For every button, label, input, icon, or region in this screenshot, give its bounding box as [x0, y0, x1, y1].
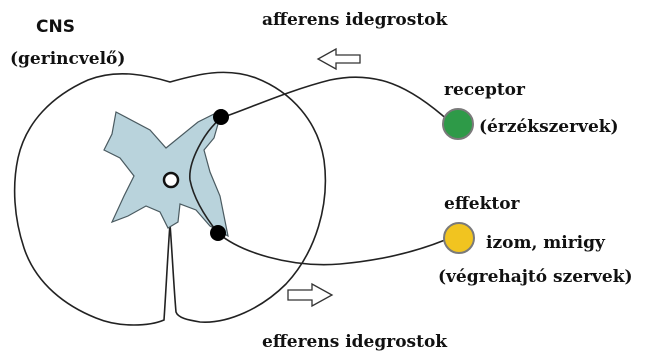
- efferent-synapse-node: [210, 225, 226, 241]
- cns-sub-label: (gerincvelő): [10, 49, 125, 69]
- afferent-label: afferens idegrostok: [262, 10, 449, 30]
- effector-circle: [444, 223, 474, 253]
- afferent-arrow: [318, 49, 360, 69]
- efferent-label: efferens idegrostok: [262, 332, 448, 352]
- receptor-label: receptor: [444, 80, 526, 100]
- central-canal: [164, 173, 178, 187]
- cns-label: CNS: [36, 17, 75, 37]
- afferent-synapse-node: [213, 109, 229, 125]
- effector-sub-label-2: (végrehajtó szervek): [438, 267, 633, 287]
- receptor-sub-label: (érzékszervek): [479, 117, 619, 137]
- efferent-arrow: [288, 284, 332, 306]
- effector-label: effektor: [444, 194, 521, 214]
- effector-sub-label-1: izom, mirigy: [486, 233, 606, 253]
- receptor-circle: [443, 109, 473, 139]
